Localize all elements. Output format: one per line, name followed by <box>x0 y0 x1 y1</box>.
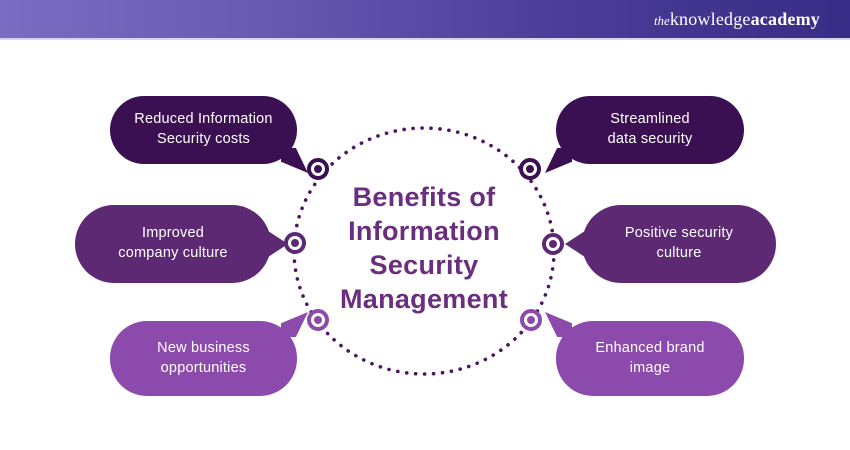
title-line-4: Management <box>339 284 509 314</box>
benefit-bubble-positive-culture: Positive security culture <box>565 205 776 283</box>
title-line-1: Benefits of <box>352 182 496 212</box>
benefit-label-line2: data security <box>607 131 693 147</box>
benefit-label-line2: opportunities <box>160 359 247 376</box>
target-icon <box>520 309 542 331</box>
benefit-bubble-reduced-costs: Reduced Information Security costs <box>110 96 308 173</box>
benefit-label-line2: company culture <box>118 245 228 261</box>
benefit-label-line2: image <box>629 359 671 376</box>
benefit-label: Improved company culture <box>118 224 227 263</box>
target-icon <box>307 309 329 331</box>
target-icon <box>307 158 329 180</box>
diagram-title: Benefits of Information Security Managem… <box>309 180 539 316</box>
header-bar: theknowledgeacademy <box>0 0 850 40</box>
benefit-label: New business opportunities <box>157 339 250 378</box>
target-icon <box>519 158 541 180</box>
benefit-bubble-new-business: New business opportunities <box>110 312 308 396</box>
benefit-label-line1: Reduced Information <box>134 111 273 128</box>
logo-academy: academy <box>750 9 820 29</box>
benefit-label-line1: Improved <box>141 225 205 242</box>
benefit-label-line1: Positive security <box>624 225 734 242</box>
brand-logo: theknowledgeacademy <box>654 8 820 32</box>
title-line-3: Security <box>369 250 479 280</box>
benefit-label: Streamlined data security <box>608 110 693 149</box>
benefit-label: Enhanced brand image <box>595 339 704 378</box>
benefit-label-line1: Enhanced brand <box>595 339 705 356</box>
logo-knowledge: knowledge <box>669 9 751 29</box>
benefit-label: Positive security culture <box>625 224 733 263</box>
benefit-bubble-streamlined-security: Streamlined data security <box>545 96 744 173</box>
benefit-label-line2: culture <box>656 245 702 261</box>
benefit-bubble-enhanced-brand: Enhanced brand image <box>545 312 744 396</box>
benefit-label: Reduced Information Security costs <box>134 110 272 149</box>
target-icon <box>542 233 564 255</box>
logo-the: the <box>653 13 670 28</box>
benefit-label-line1: Streamlined <box>610 111 690 128</box>
benefit-label-line2: Security costs <box>156 131 251 147</box>
target-icon <box>284 232 306 254</box>
title-line-2: Information <box>348 216 500 246</box>
benefit-bubble-improved-culture: Improved company culture <box>75 205 288 283</box>
benefit-label-line1: New business <box>157 339 250 356</box>
